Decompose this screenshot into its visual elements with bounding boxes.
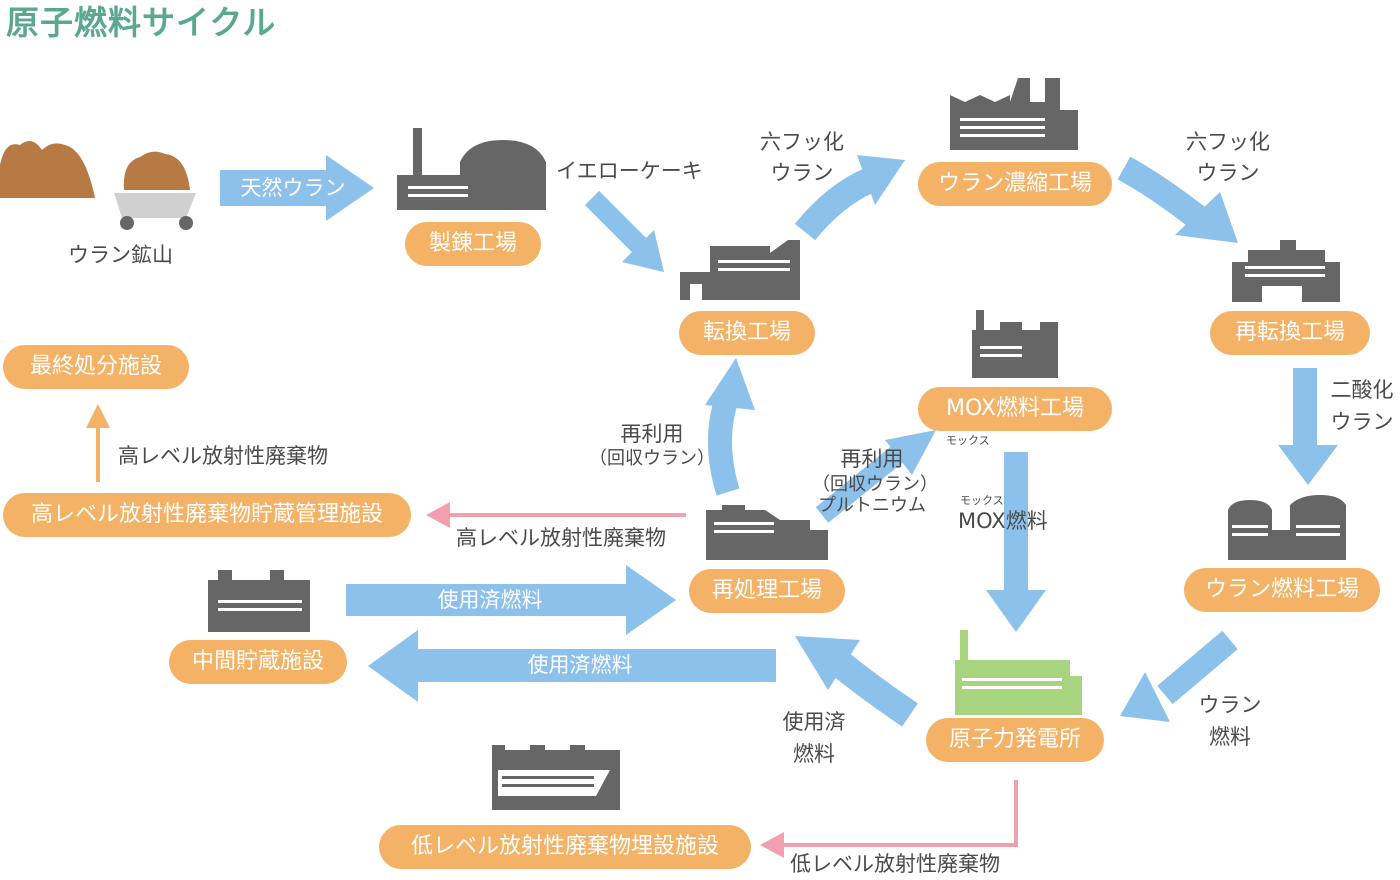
reconversion-building-icon: [1232, 240, 1340, 302]
label-hlw-to-storage: 高レベル放射性廃棄物: [456, 526, 666, 550]
facility-refinery: 製錬工場: [405, 222, 541, 266]
arrow-reprocessing-to-mox: [815, 430, 936, 523]
reprocessing-building-icon: [706, 505, 828, 560]
label-reuse-u-line1: 再利用: [620, 422, 684, 446]
arrow-fuel-to-power-plant: [1120, 630, 1238, 722]
arrow-reconversion-to-fuel: [1278, 368, 1338, 485]
page-title: 原子燃料サイクル: [6, 3, 277, 42]
label-mox-ruby-2: モックス: [960, 494, 1004, 507]
arrow-conversion-to-enrichment: [794, 155, 905, 241]
mine-cart-icon: [114, 151, 196, 230]
power-plant-building-icon: [955, 630, 1082, 715]
conversion-building-icon: [680, 240, 800, 300]
llw-disposal-building-icon: [492, 745, 620, 810]
label-llw: 低レベル放射性廃棄物: [790, 852, 1000, 876]
facility-power-plant: 原子力発電所: [926, 718, 1104, 762]
facility-hlw-storage: 高レベル放射性廃棄物貯蔵管理施設: [3, 493, 411, 537]
arrow-reprocessing-to-conversion: [705, 358, 755, 496]
label-mox-fuel: MOX燃料: [958, 509, 1048, 533]
label-uo2-line1: 二酸化: [1330, 378, 1394, 402]
label-uo2-line2: ウラン: [1330, 410, 1394, 434]
arrow-yellowcake: [584, 190, 664, 272]
uranium-mountain-icon: [0, 141, 95, 198]
arrow-spent-fuel-to-reprocessing: [346, 565, 676, 635]
facility-final-disposal: 最終処分施設: [3, 345, 189, 389]
label-uf6-1-line2: ウラン: [770, 161, 834, 185]
label-uf6-2-line2: ウラン: [1196, 161, 1260, 185]
label-spent-fuel-plant-line1: 使用済: [782, 710, 846, 734]
arrow-spent-fuel-to-storage: [368, 630, 776, 702]
label-uranium-fuel-line2: 燃料: [1209, 725, 1251, 749]
facility-mox-fabrication: MOX燃料工場: [918, 387, 1112, 431]
label-yellowcake: イエローケーキ: [556, 159, 703, 183]
label-spent-fuel-plant-line2: 燃料: [793, 742, 835, 766]
arrow-power-plant-to-reprocessing: [795, 636, 918, 727]
arrow-enrichment-to-reconversion: [1117, 156, 1238, 243]
facility-enrichment: ウラン濃縮工場: [918, 162, 1112, 206]
arrow-hlw-to-final-disposal: [86, 404, 110, 482]
facility-fuel-fabrication: ウラン燃料工場: [1184, 568, 1380, 612]
label-mox-ruby-1: モックス: [946, 434, 990, 447]
label-reuse-u-line2: （回収ウラン）: [589, 448, 715, 469]
refinery-building-icon: [397, 128, 546, 210]
label-uranium-mine: ウラン鉱山: [68, 243, 173, 267]
arrow-natural-uranium: [220, 155, 374, 221]
fuel-fabrication-building-icon: [1228, 495, 1346, 560]
arrow-hlw-to-storage: [426, 502, 686, 528]
label-uf6-1-line1: 六フッ化: [760, 130, 844, 154]
facility-reconversion: 再転換工場: [1210, 311, 1370, 355]
facility-conversion: 転換工場: [679, 311, 815, 355]
label-uf6-2-line1: 六フッ化: [1186, 130, 1270, 154]
mox-fabrication-building-icon: [972, 310, 1058, 378]
arrow-llw-to-disposal: [760, 780, 1018, 858]
facility-reprocessing: 再処理工場: [689, 569, 845, 613]
label-natural-uranium: 天然ウラン: [240, 176, 346, 200]
label-spent-fuel-to-reprocessing: 使用済燃料: [437, 588, 543, 612]
label-reuse-pu-line1: 再利用: [840, 447, 904, 471]
label-uranium-fuel-line1: ウラン: [1198, 693, 1262, 717]
interim-storage-building-icon: [208, 570, 310, 632]
label-spent-fuel-to-storage: 使用済燃料: [527, 653, 633, 677]
label-hlw-to-disposal: 高レベル放射性廃棄物: [118, 444, 328, 468]
facility-llw-disposal: 低レベル放射性廃棄物埋設施設: [379, 825, 751, 869]
enrichment-building-icon: [950, 78, 1078, 150]
facility-interim-storage: 中間貯蔵施設: [169, 640, 347, 684]
label-reuse-pu-line3: プルトニウム: [818, 495, 926, 516]
label-reuse-pu-line2: （回収ウラン）: [812, 474, 938, 495]
arrow-mox-to-power-plant: [986, 452, 1046, 632]
